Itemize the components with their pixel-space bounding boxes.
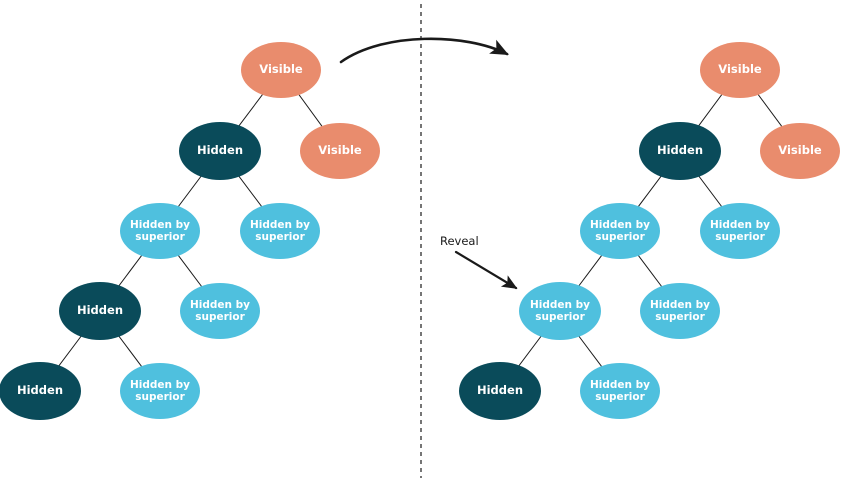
- tree-node-label: Hidden: [76, 303, 124, 318]
- tree-node-label: Hidden: [476, 383, 524, 398]
- reveal-arrow: [454, 250, 518, 290]
- reveal-annotation-label: Reveal: [440, 234, 479, 248]
- annotation-arrows: [339, 37, 518, 290]
- tree-node-visible[interactable]: Visible: [760, 123, 840, 179]
- tree-node-visible[interactable]: Visible: [700, 42, 780, 98]
- tree-node-hidden-by-superior[interactable]: Hidden by superior: [700, 203, 780, 259]
- tree-node-label: Hidden by superior: [189, 298, 251, 323]
- tree-node-label: Hidden by superior: [129, 218, 191, 243]
- tree-node-label: Hidden: [16, 383, 64, 398]
- tree-node-visible[interactable]: Visible: [300, 123, 380, 179]
- tree-node-hidden[interactable]: Hidden: [639, 122, 721, 180]
- tree-node-label: Hidden by superior: [649, 298, 711, 323]
- tree-node-label: Hidden by superior: [129, 378, 191, 403]
- tree-node-label: Visible: [259, 62, 303, 77]
- tree-node-hidden-by-superior[interactable]: Hidden by superior: [120, 203, 200, 259]
- tree-node-label: Hidden by superior: [529, 298, 591, 323]
- tree-node-label: Visible: [778, 143, 822, 158]
- transform-curved-arrow: [339, 37, 509, 64]
- tree-node-hidden[interactable]: Hidden: [59, 282, 141, 340]
- tree-node-label: Hidden: [196, 143, 244, 158]
- tree-node-hidden-by-superior[interactable]: Hidden by superior: [640, 283, 720, 339]
- tree-node-label: Hidden by superior: [589, 378, 651, 403]
- tree-node-hidden-by-superior[interactable]: Hidden by superior: [580, 203, 660, 259]
- tree-node-hidden-by-superior[interactable]: Hidden by superior: [120, 363, 200, 419]
- tree-node-hidden-by-superior[interactable]: Hidden by superior: [580, 363, 660, 419]
- tree-node-visible[interactable]: Visible: [241, 42, 321, 98]
- tree-node-hidden-by-superior[interactable]: Hidden by superior: [240, 203, 320, 259]
- tree-node-label: Visible: [718, 62, 762, 77]
- tree-node-label: Visible: [318, 143, 362, 158]
- tree-node-hidden[interactable]: Hidden: [459, 362, 541, 420]
- tree-node-label: Hidden by superior: [249, 218, 311, 243]
- tree-node-label: Hidden by superior: [709, 218, 771, 243]
- tree-node-hidden[interactable]: Hidden: [179, 122, 261, 180]
- tree-node-label: Hidden by superior: [589, 218, 651, 243]
- tree-node-hidden-by-superior[interactable]: Hidden by superior: [180, 283, 260, 339]
- tree-node-label: Hidden: [656, 143, 704, 158]
- tree-node-hidden[interactable]: Hidden: [0, 362, 81, 420]
- tree-node-hidden-by-superior[interactable]: Hidden by superior: [519, 282, 601, 340]
